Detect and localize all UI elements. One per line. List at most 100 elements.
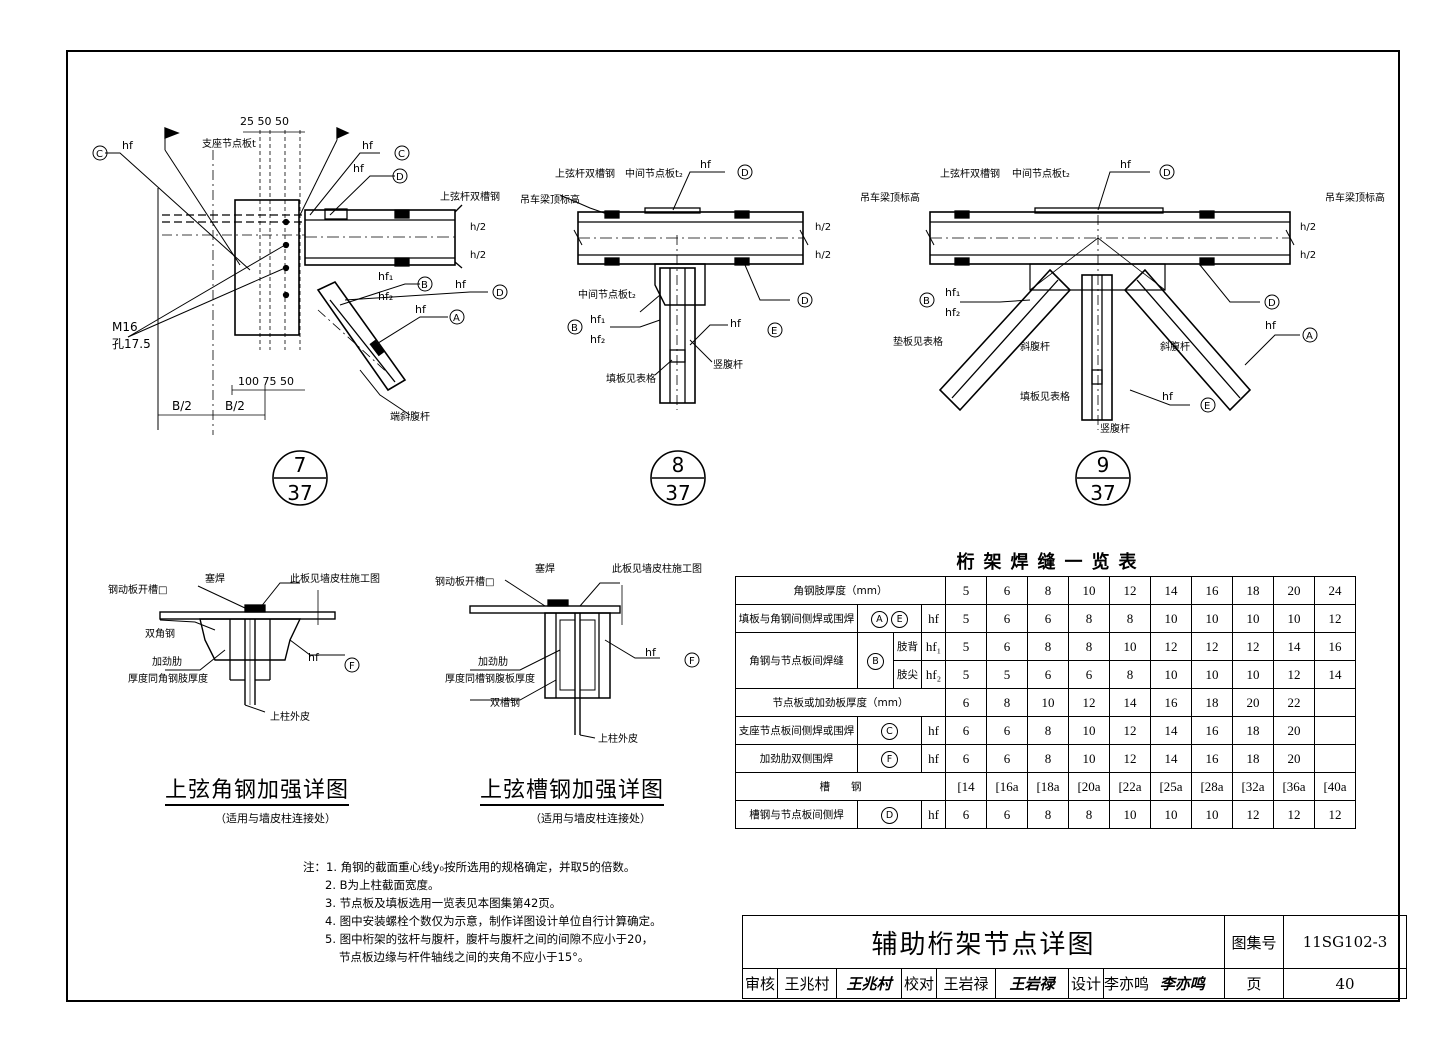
svg-text:B: B xyxy=(923,296,930,307)
weld-value: 12 xyxy=(1191,632,1233,661)
detail-marker-9: 9 37 xyxy=(1075,450,1131,506)
weld-value: 20 xyxy=(1273,576,1315,605)
weld-value: 8 xyxy=(1109,660,1151,689)
weld-value: 6 xyxy=(986,604,1028,633)
weld-label: hf xyxy=(1265,319,1277,332)
check-name: 王岩禄 xyxy=(936,968,996,999)
weld-value: 14 xyxy=(1109,688,1151,717)
atlas-number: 11SG102-3 xyxy=(1283,915,1407,969)
atlas-label: 图集号 xyxy=(1224,915,1284,969)
steel-plate-label: 钢动板开槽□ xyxy=(435,575,494,588)
vertical-web-label: 竖腹杆 xyxy=(713,358,743,371)
weld-value xyxy=(1314,688,1356,717)
weld-value: 6 xyxy=(986,800,1028,829)
svg-text:B: B xyxy=(421,280,428,291)
top-chord-label: 上弦杆双槽钢 xyxy=(555,167,615,180)
row-symbol: hf xyxy=(921,744,946,773)
detail-number: 7 xyxy=(294,453,307,477)
weld-value xyxy=(1314,716,1356,745)
weld-value: 8 xyxy=(1027,744,1069,773)
weld-label: hf xyxy=(308,651,320,664)
weld-label: hf xyxy=(362,139,374,152)
weld-label: hf₂ xyxy=(945,306,960,319)
weld-label: hf₂ xyxy=(590,333,605,346)
detail-8-drawing xyxy=(559,171,809,410)
dbl-angle-label: 双角钢 xyxy=(145,627,175,640)
h2-label: h/2 xyxy=(1300,222,1316,233)
weld-value: 16 xyxy=(1314,632,1356,661)
weld-label: hf xyxy=(700,158,712,171)
angle-detail-note: （适用与墙皮柱连接处） xyxy=(215,812,336,825)
row-symbol: hf xyxy=(921,800,946,829)
row-label: 节点板或加劲板厚度（mm） xyxy=(735,688,946,717)
stiff-thk-label: 厚度同角钢肢厚度 xyxy=(128,672,208,685)
angle-reinforcement-drawing xyxy=(159,582,345,713)
weld-table-title: 桁架焊缝一览表 xyxy=(956,552,1146,573)
row-label: 槽 钢 xyxy=(735,772,946,801)
pad-label: 垫板见表格 xyxy=(893,335,943,348)
weld-value: 6 xyxy=(945,800,987,829)
weld-value: 6 xyxy=(1027,660,1069,689)
weld-value: [40a xyxy=(1314,772,1356,801)
row-label: 角钢与节点板间焊缝 xyxy=(735,632,858,689)
top-chord-label: 上弦杆双槽钢 xyxy=(440,190,500,203)
weld-value: 5 xyxy=(945,660,987,689)
weld-value: 10 xyxy=(1191,800,1233,829)
row-label: 角钢肢厚度（mm） xyxy=(735,576,946,605)
weld-value: 10 xyxy=(1150,604,1192,633)
detail-number: 8 xyxy=(672,453,685,477)
weld-value: 22 xyxy=(1273,688,1315,717)
h2-label: h/2 xyxy=(815,250,831,261)
weld-value: 18 xyxy=(1191,688,1233,717)
weld-value: 10 xyxy=(1027,688,1069,717)
stiffener-label: 加劲肋 xyxy=(152,655,182,668)
weld-value: 16 xyxy=(1191,576,1233,605)
weld-value xyxy=(1314,744,1356,773)
drawing-title: 辅助桁架节点详图 xyxy=(742,915,1225,969)
stiffener-label: 加劲肋 xyxy=(478,655,508,668)
weld-value: 10 xyxy=(1191,660,1233,689)
row-label: 槽钢与节点板间侧焊 xyxy=(735,800,858,829)
note-line: 4. 图中安装螺栓个数仅为示意，制作详图设计单位自行计算确定。 xyxy=(325,914,662,928)
crane-beam-label: 吊车梁顶标高 xyxy=(520,193,580,206)
weld-value: 12 xyxy=(1109,576,1151,605)
weld-value: 6 xyxy=(1027,604,1069,633)
design-signature: 李亦鸣 xyxy=(1159,975,1205,993)
diagonal-label: 斜腹杆 xyxy=(1020,340,1050,353)
weld-value: 8 xyxy=(1027,800,1069,829)
weld-value: [32a xyxy=(1232,772,1274,801)
row-symbol: hf₂ xyxy=(921,660,946,689)
mid-plate-label: 中间节点板t₂ xyxy=(625,167,683,180)
steel-plate-label: 钢动板开槽□ xyxy=(108,583,167,596)
weld-value: 12 xyxy=(1232,632,1274,661)
svg-text:D: D xyxy=(1268,298,1276,309)
weld-label: hf xyxy=(1120,158,1132,171)
note-line: 注：1. 角钢的截面重心线y₀按所选用的规格确定，并取5的倍数。 xyxy=(303,860,636,874)
row-circle: B xyxy=(857,632,894,689)
weld-value: 10 xyxy=(1232,660,1274,689)
weld-value: 10 xyxy=(1150,800,1192,829)
notes-block: 注：1. 角钢的截面重心线y₀按所选用的规格确定，并取5的倍数。 2. B为上柱… xyxy=(303,858,662,966)
crane-beam-label: 吊车梁顶标高 xyxy=(860,191,920,204)
detail-marker-7: 7 37 xyxy=(272,450,328,506)
weld-label: hf₁ xyxy=(378,270,393,283)
row-circle: F xyxy=(857,744,922,773)
dim-bottom: 100 75 50 xyxy=(238,375,294,388)
weld-value: 10 xyxy=(1232,604,1274,633)
svg-text:A: A xyxy=(453,313,460,324)
h2-label: h/2 xyxy=(470,250,486,261)
weld-value: 10 xyxy=(1068,716,1110,745)
weld-value: [22a xyxy=(1109,772,1151,801)
weld-value: 18 xyxy=(1232,576,1274,605)
weld-value: 24 xyxy=(1314,576,1356,605)
weld-value: 12 xyxy=(1314,800,1356,829)
page-number: 40 xyxy=(1283,968,1407,999)
b2-label: B/2 xyxy=(225,399,245,413)
weld-value: 16 xyxy=(1191,716,1233,745)
weld-value: 20 xyxy=(1273,744,1315,773)
weld-value: 6 xyxy=(986,576,1028,605)
